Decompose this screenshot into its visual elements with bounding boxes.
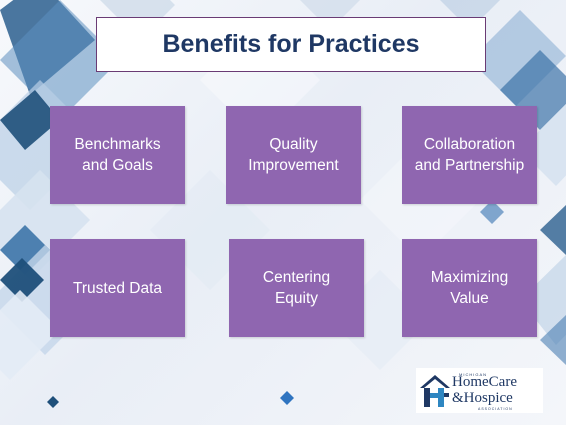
slide-title: Benefits for Practices bbox=[162, 30, 420, 58]
tile-trusted-data: Trusted Data bbox=[50, 239, 185, 337]
tile-label: Trusted Data bbox=[72, 279, 163, 297]
logo-association-text: ASSOCIATION bbox=[478, 407, 513, 411]
logo-line-2: &Hospice bbox=[452, 390, 513, 406]
tile-label: Centering Equity bbox=[262, 269, 331, 307]
tile-maximizing-value: Maximizing Value bbox=[402, 239, 537, 337]
tile-collaboration-and-partnership: Collaboration and Partnership bbox=[402, 106, 537, 204]
tile-centering-equity: Centering Equity bbox=[229, 239, 364, 337]
tile-label: Collaboration and Partnership bbox=[414, 136, 525, 174]
tile-label: Maximizing Value bbox=[430, 269, 509, 307]
logo-line-1: HomeCare bbox=[452, 374, 517, 390]
tile-label: Quality Improvement bbox=[248, 136, 339, 174]
title-box: Benefits for Practices bbox=[96, 17, 486, 72]
logo-state-text: MICHIGAN bbox=[459, 372, 487, 377]
house-logo-icon bbox=[420, 375, 450, 407]
tile-benchmarks-and-goals: Benchmarks and Goals bbox=[50, 106, 185, 204]
tile-label: Benchmarks and Goals bbox=[74, 136, 161, 174]
tile-quality-improvement: Quality Improvement bbox=[226, 106, 361, 204]
association-logo: MICHIGAN HomeCare &Hospice ASSOCIATION bbox=[416, 368, 543, 413]
